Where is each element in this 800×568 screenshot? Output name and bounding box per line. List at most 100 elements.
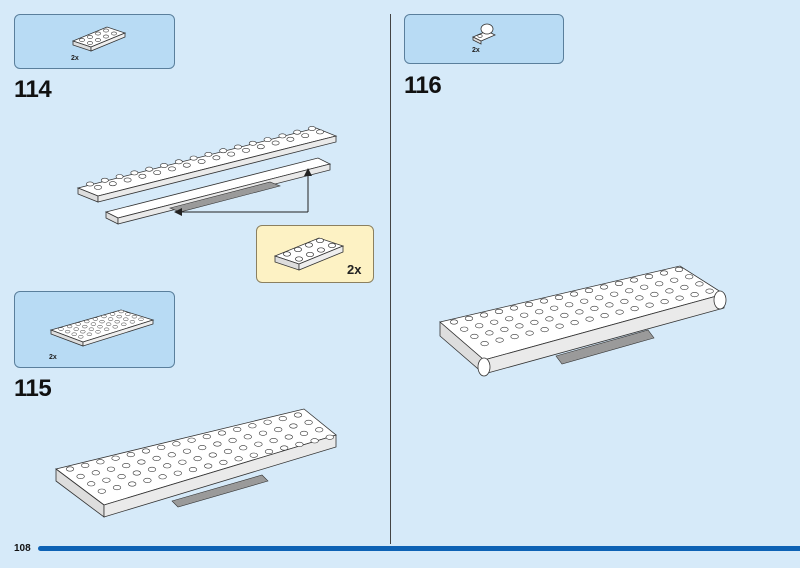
- stud: [208, 452, 217, 458]
- stud: [530, 319, 539, 325]
- stud: [153, 170, 162, 175]
- stud: [117, 474, 126, 480]
- stud: [97, 325, 103, 329]
- parts-box-step-115: 2x: [14, 291, 175, 368]
- stud: [66, 324, 73, 329]
- stud: [256, 144, 265, 150]
- stud: [464, 315, 474, 321]
- stud: [295, 441, 304, 447]
- stud: [569, 291, 579, 297]
- stud: [125, 312, 131, 316]
- stud: [555, 323, 564, 329]
- callout-box-step-114: 2x: [256, 225, 374, 283]
- callout-quantity: 2x: [347, 262, 362, 277]
- stud: [204, 463, 213, 469]
- stud: [213, 441, 222, 447]
- stud: [635, 295, 644, 301]
- stud: [137, 459, 146, 465]
- stud: [223, 448, 233, 454]
- stud: [182, 162, 191, 168]
- stud: [524, 301, 534, 307]
- stud: [88, 327, 95, 331]
- stud: [479, 312, 489, 318]
- stud: [650, 291, 659, 297]
- stud: [193, 456, 202, 462]
- stud: [249, 452, 258, 458]
- stud: [630, 306, 639, 312]
- stud: [75, 322, 81, 326]
- stud: [152, 455, 161, 461]
- stud: [116, 314, 122, 319]
- stud: [234, 456, 243, 462]
- stud: [198, 445, 207, 451]
- plate-2x4-icon: [71, 26, 127, 52]
- stud: [219, 148, 228, 154]
- stud: [495, 337, 504, 343]
- stud: [280, 445, 289, 451]
- stud: [188, 467, 198, 473]
- stud: [584, 287, 594, 293]
- stud: [315, 427, 324, 433]
- stud: [202, 434, 211, 440]
- page-number: 108: [14, 543, 31, 554]
- stud: [219, 459, 228, 465]
- stud: [690, 292, 699, 298]
- stud: [460, 326, 469, 332]
- stud: [64, 329, 71, 334]
- stud: [84, 319, 90, 324]
- stud: [264, 449, 274, 455]
- stud: [659, 270, 669, 276]
- stud: [143, 477, 152, 483]
- stud: [182, 448, 192, 454]
- stud: [106, 466, 116, 472]
- stud: [65, 466, 75, 472]
- stud: [138, 317, 144, 321]
- stud: [286, 136, 295, 142]
- stud: [111, 455, 120, 461]
- stud: [87, 481, 96, 487]
- stud: [145, 166, 154, 172]
- stud: [82, 324, 88, 329]
- stud: [580, 298, 589, 304]
- stud: [620, 298, 629, 304]
- stud: [114, 320, 120, 324]
- stud: [228, 437, 237, 443]
- stud: [674, 267, 684, 273]
- stud: [449, 319, 459, 325]
- stud: [108, 181, 117, 187]
- assembly-step-116: [439, 265, 727, 377]
- stud: [128, 481, 137, 487]
- clip-plate-icon: [472, 23, 496, 45]
- stud: [304, 419, 313, 425]
- stud: [204, 152, 213, 157]
- stud: [160, 163, 168, 168]
- stud: [289, 423, 298, 429]
- stud: [95, 330, 101, 334]
- stud: [118, 309, 124, 314]
- stud: [254, 441, 263, 447]
- stud: [550, 305, 559, 311]
- step-number-114: 114: [14, 76, 52, 103]
- stud: [58, 327, 64, 331]
- stud: [299, 430, 309, 436]
- stud: [570, 320, 579, 326]
- stud: [560, 312, 569, 318]
- stud: [629, 277, 639, 283]
- stud: [227, 151, 236, 157]
- plate-2x4-icon: [273, 237, 345, 271]
- stud: [263, 137, 272, 142]
- stud: [242, 147, 250, 153]
- stud: [485, 330, 494, 336]
- stud: [585, 316, 594, 322]
- stud: [107, 317, 114, 321]
- assembly-step-115: [55, 408, 337, 518]
- stud: [71, 332, 77, 336]
- stud: [554, 294, 564, 300]
- stud: [217, 430, 227, 436]
- stud: [112, 485, 122, 491]
- stud: [535, 309, 544, 315]
- parts-box-step-116: 2x: [404, 14, 564, 64]
- stud: [172, 441, 181, 447]
- stud: [138, 173, 147, 179]
- stud: [86, 181, 94, 187]
